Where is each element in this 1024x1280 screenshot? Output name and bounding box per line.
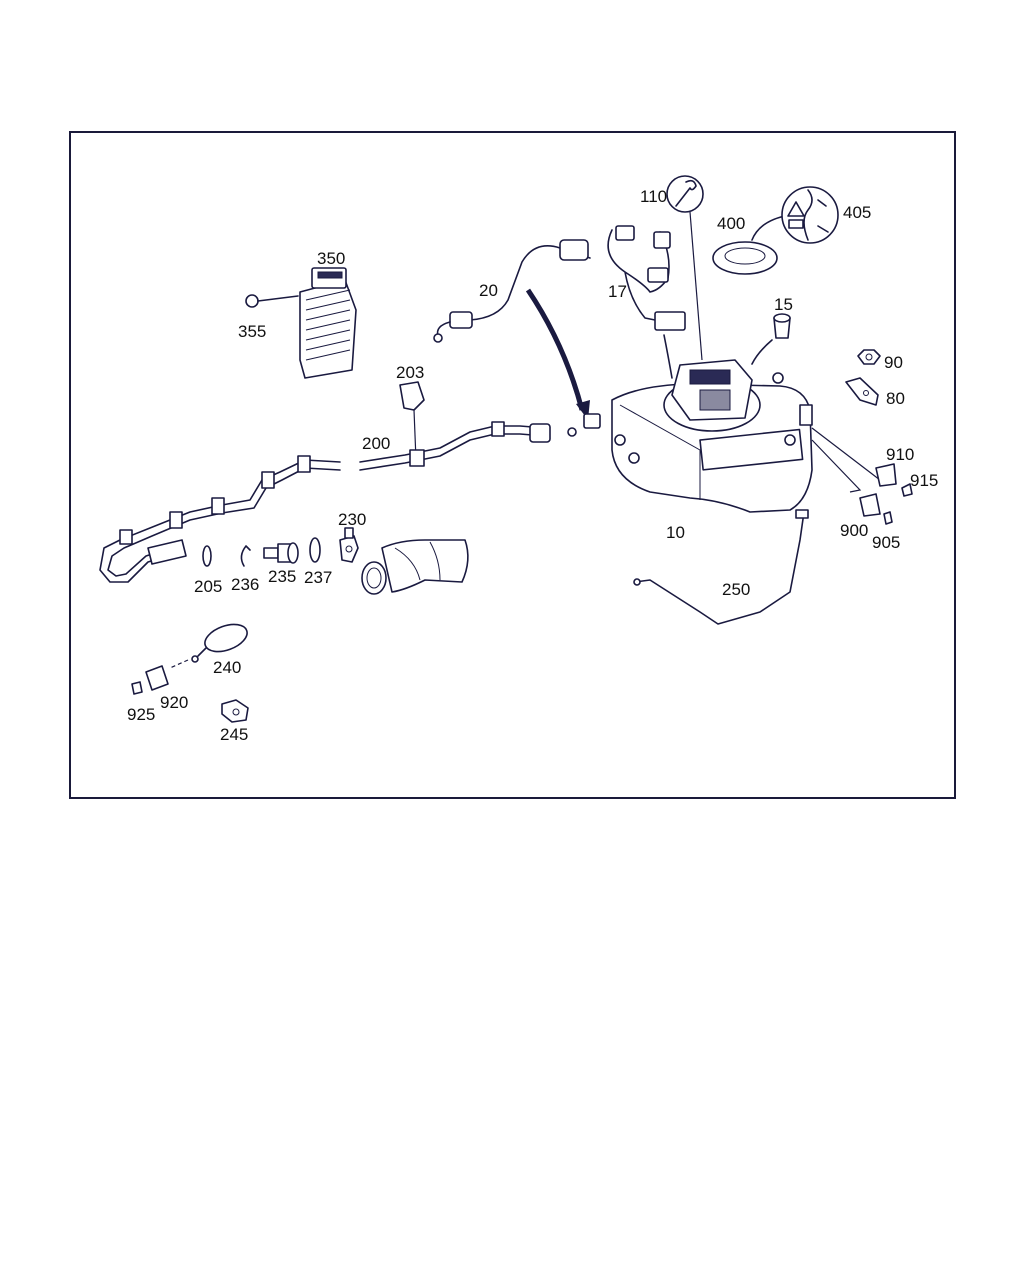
label-237: 237 bbox=[304, 568, 332, 587]
label-900: 900 bbox=[840, 521, 868, 540]
connector-235-part bbox=[263, 542, 299, 564]
label-203: 203 bbox=[396, 363, 424, 382]
label-200: 200 bbox=[362, 434, 390, 453]
label-355: 355 bbox=[238, 322, 266, 341]
sensor-cable-part bbox=[433, 239, 591, 343]
cover-ring-part bbox=[712, 214, 791, 275]
label-405: 405 bbox=[843, 203, 871, 222]
assembly-arrow bbox=[525, 288, 590, 420]
label-230: 230 bbox=[338, 510, 366, 529]
bolt-355-part bbox=[245, 294, 299, 308]
clamp-245-part bbox=[221, 699, 249, 723]
label-915: 915 bbox=[910, 471, 938, 490]
valve-cap-part bbox=[751, 313, 791, 365]
wiring-harness-part bbox=[607, 225, 686, 379]
label-350: 350 bbox=[317, 249, 345, 268]
label-920: 920 bbox=[160, 693, 188, 712]
label-10: 10 bbox=[666, 523, 685, 542]
tank-strap-part bbox=[633, 509, 809, 625]
label-90: 90 bbox=[884, 353, 903, 372]
label-17: 17 bbox=[608, 282, 627, 301]
clip-203-part bbox=[399, 381, 425, 461]
fuel-cap-warning-icon bbox=[781, 186, 839, 244]
clamp-236-part bbox=[240, 545, 251, 567]
label-205: 205 bbox=[194, 577, 222, 596]
label-245: 245 bbox=[220, 725, 248, 744]
clip-920-part bbox=[145, 665, 169, 691]
label-235: 235 bbox=[268, 567, 296, 586]
fuel-tank-part bbox=[611, 359, 813, 513]
label-925: 925 bbox=[127, 705, 155, 724]
ring-205-part bbox=[202, 545, 212, 567]
label-236: 236 bbox=[231, 575, 259, 594]
label-110: 110 bbox=[640, 187, 667, 206]
label-250: 250 bbox=[722, 580, 750, 599]
label-910: 910 bbox=[886, 445, 914, 464]
label-905: 905 bbox=[872, 533, 900, 552]
label-15: 15 bbox=[774, 295, 793, 314]
label-240: 240 bbox=[213, 658, 241, 677]
seal-237-part bbox=[309, 537, 321, 563]
clip-900-part bbox=[811, 439, 881, 517]
clip-910-part bbox=[811, 427, 897, 487]
label-400: 400 bbox=[717, 214, 745, 233]
screw-925-part bbox=[131, 681, 143, 695]
control-unit-part bbox=[299, 267, 357, 379]
fuel-line-part bbox=[99, 413, 601, 583]
diagram-frame bbox=[69, 131, 956, 799]
nut-part bbox=[857, 349, 881, 365]
filler-tube-part bbox=[361, 539, 469, 595]
screw-915-part bbox=[901, 483, 913, 497]
bracket-80-part bbox=[845, 377, 879, 406]
flange-230-part bbox=[339, 527, 359, 563]
screw-905-part bbox=[883, 511, 893, 525]
label-20: 20 bbox=[479, 281, 498, 300]
wrench-icon bbox=[666, 175, 704, 361]
label-80: 80 bbox=[886, 389, 905, 408]
hose-240-part bbox=[169, 623, 248, 669]
